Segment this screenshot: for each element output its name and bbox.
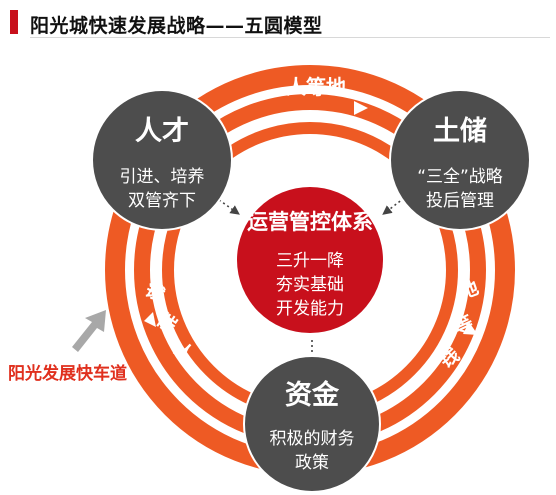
node-talent-title: 人才 bbox=[135, 116, 189, 147]
center-title: 运营管控体系 bbox=[247, 210, 373, 234]
side-label: 阳光发展快车道 bbox=[8, 363, 127, 384]
center-circle-shape bbox=[237, 187, 383, 333]
node-land-title: 土储 bbox=[433, 116, 487, 147]
node-land: 土储 “三全”战略 投后管理 bbox=[389, 89, 531, 231]
node-funds-line-2: 政策 bbox=[295, 453, 329, 473]
header: 阳光城快速发展战略——五圆模型 bbox=[0, 0, 556, 40]
node-talent-line-2: 双管齐下 bbox=[128, 191, 196, 211]
flow-arrow-right bbox=[463, 322, 478, 335]
node-talent-shape bbox=[91, 89, 233, 231]
connector-talent bbox=[214, 196, 240, 215]
page-title: 阳光城快速发展战略——五圆模型 bbox=[30, 15, 323, 37]
side-callout: 阳光发展快车道 bbox=[8, 310, 127, 384]
center-line-3: 开发能力 bbox=[276, 299, 344, 319]
node-funds-line-1: 积极的财务 bbox=[270, 429, 355, 449]
node-funds-shape bbox=[243, 355, 381, 493]
flow-arrows bbox=[144, 101, 478, 335]
gray-arrow-icon bbox=[72, 310, 106, 352]
flow-arrow-left bbox=[144, 312, 156, 327]
node-funds-title: 资金 bbox=[285, 379, 340, 411]
center-line-2: 夯实基础 bbox=[276, 275, 344, 295]
header-divider bbox=[30, 37, 550, 38]
node-land-shape bbox=[389, 89, 531, 231]
flow-arrow-top bbox=[354, 101, 368, 115]
node-talent-line-1: 引进、培养 bbox=[120, 167, 205, 187]
ring-label-top: 人等地 bbox=[286, 75, 346, 99]
node-land-line-2: 投后管理 bbox=[426, 191, 494, 211]
connectors bbox=[214, 194, 409, 367]
header-accent-bar bbox=[10, 10, 18, 34]
center-line-1: 三升一降 bbox=[276, 251, 344, 271]
node-land-line-1: “三全”战略 bbox=[417, 167, 503, 187]
node-talent: 人才 引进、培养 双管齐下 bbox=[91, 89, 233, 231]
node-funds: 资金 积极的财务 政策 bbox=[243, 355, 381, 493]
center-circle: 运营管控体系 三升一降 夯实基础 开发能力 bbox=[237, 187, 383, 333]
